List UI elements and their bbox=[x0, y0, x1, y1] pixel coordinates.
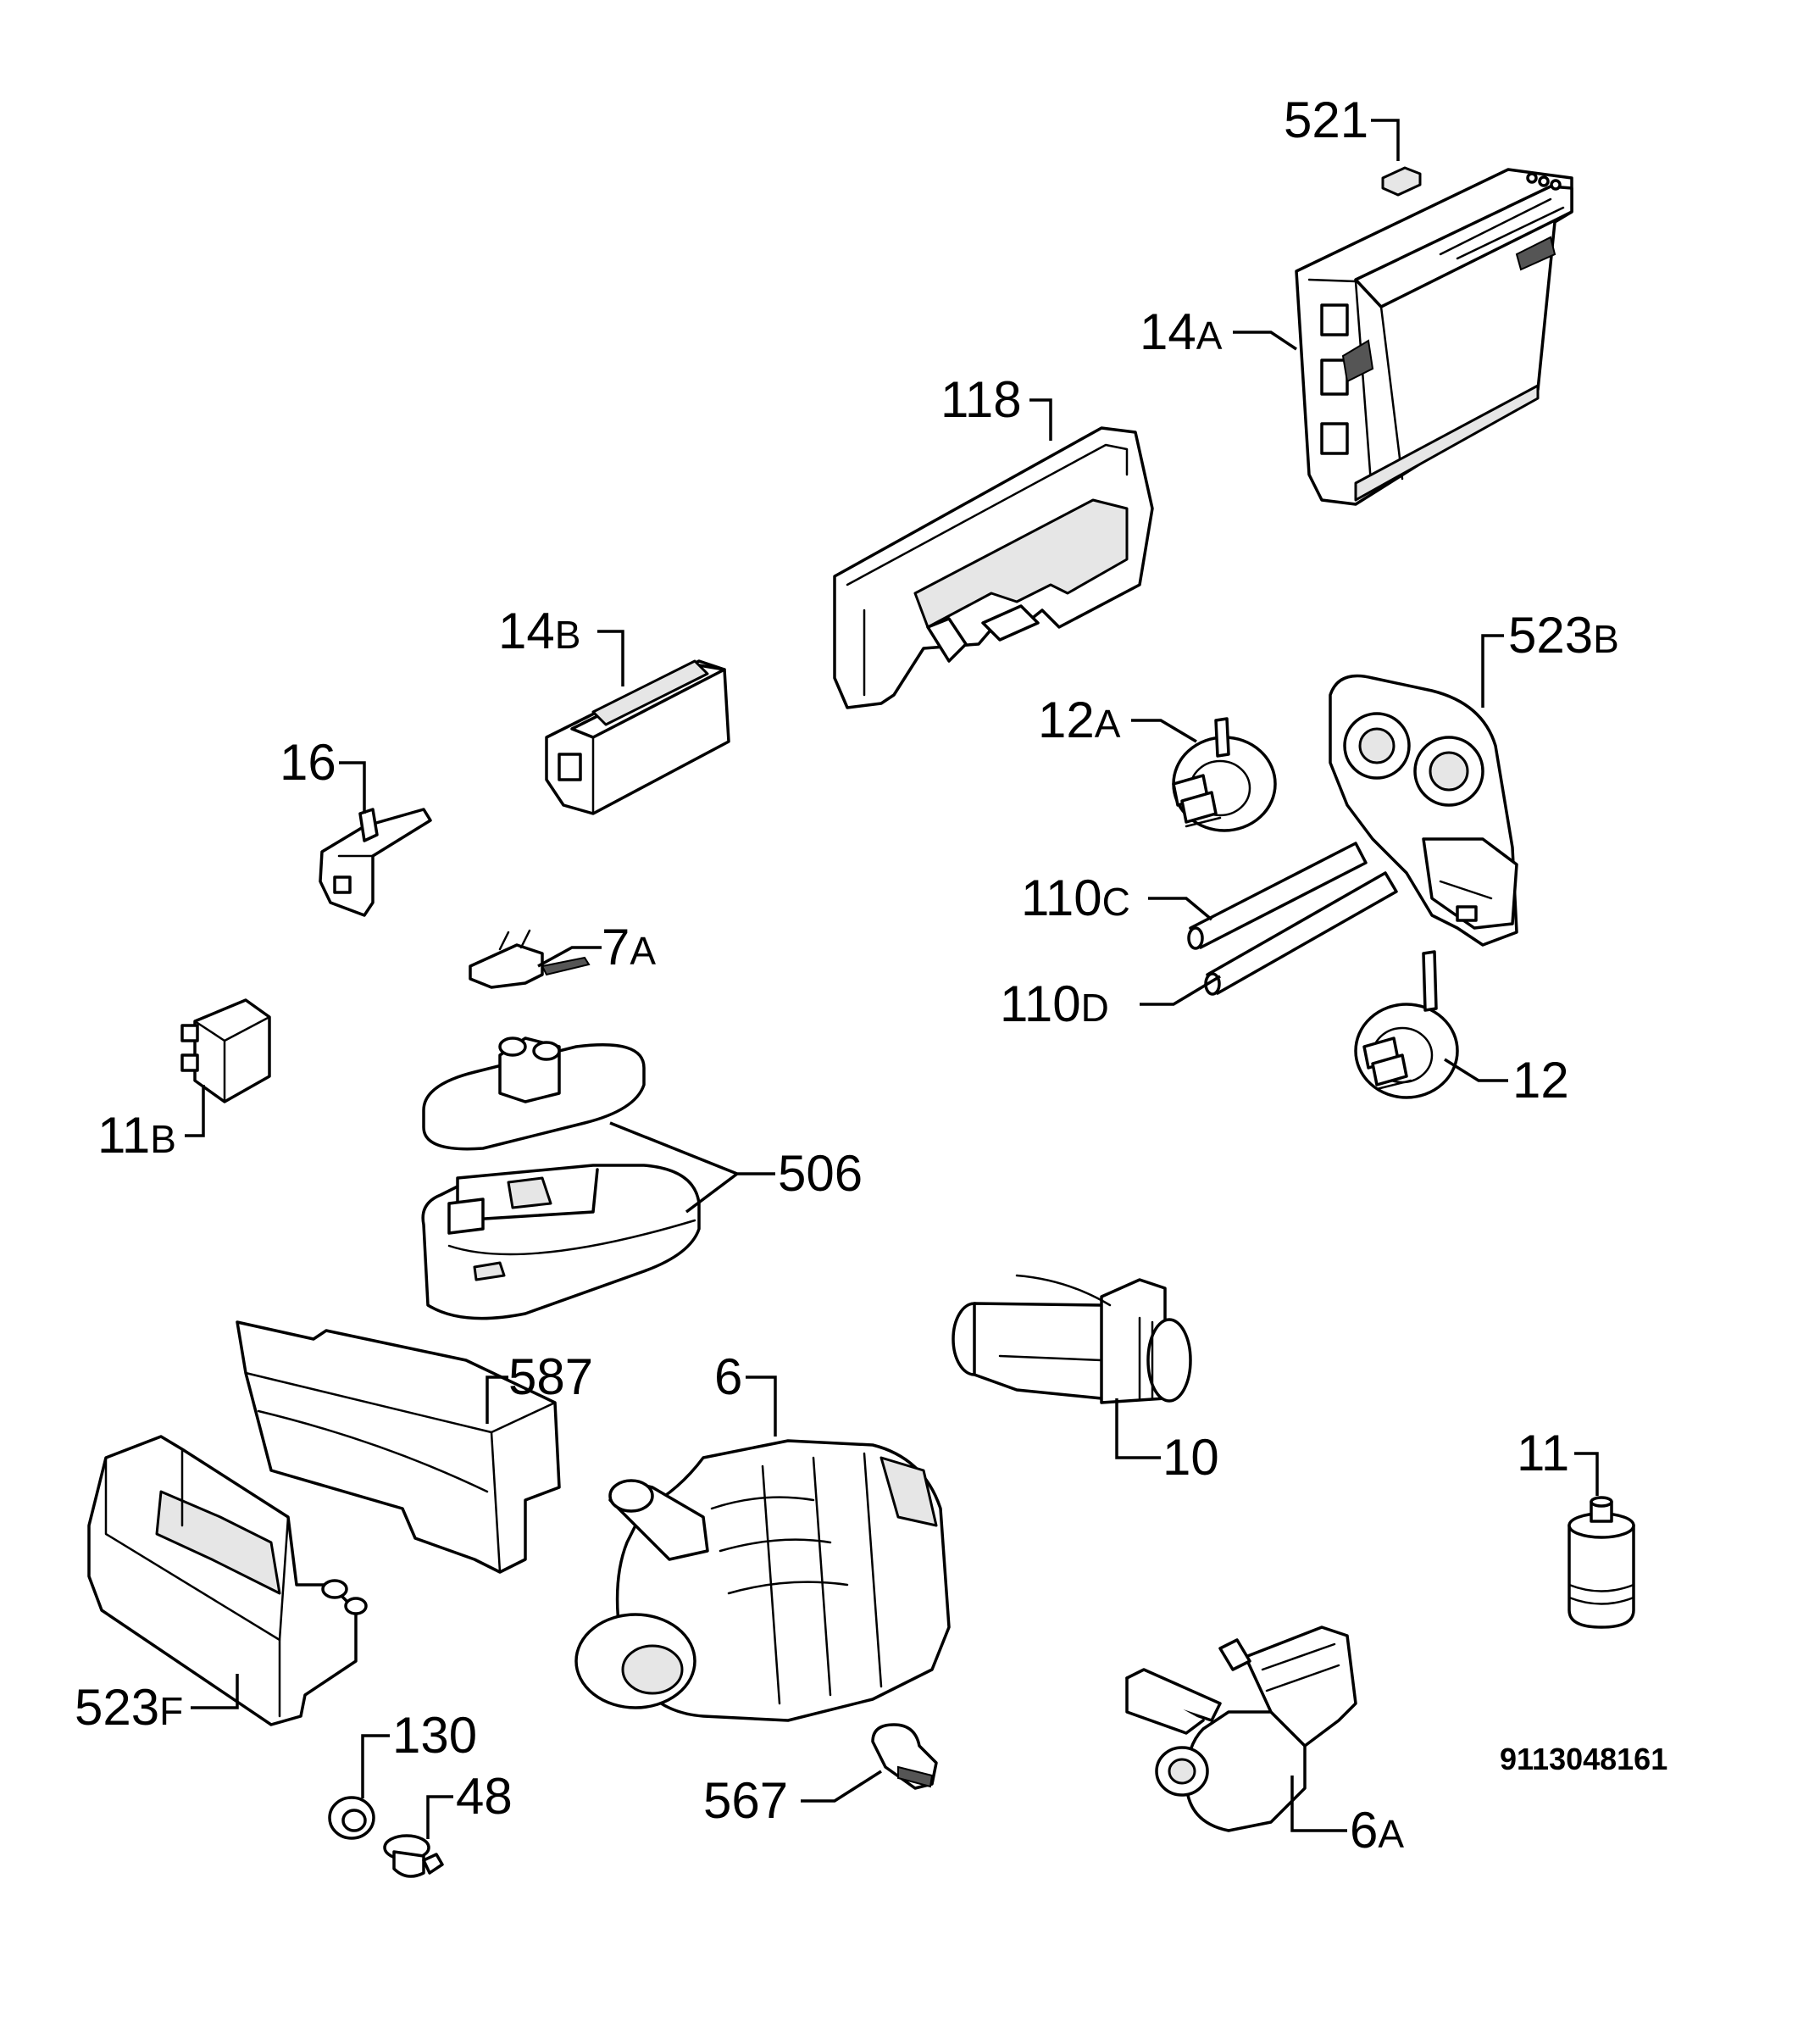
label-12a: 12A bbox=[1038, 692, 1121, 748]
leader-110d bbox=[1140, 975, 1221, 1006]
label-567: 567 bbox=[703, 1772, 788, 1829]
part-523f-channel bbox=[87, 1435, 368, 1726]
label-16: 16 bbox=[280, 734, 336, 791]
part-14b-relay-block bbox=[545, 659, 730, 815]
leader-567 bbox=[801, 1770, 882, 1803]
label-7a: 7A bbox=[602, 919, 656, 975]
part-587-cover-panel bbox=[236, 1320, 561, 1574]
label-10: 10 bbox=[1162, 1429, 1219, 1486]
leader-16 bbox=[339, 761, 366, 814]
part-10-heater-tube bbox=[952, 1274, 1192, 1404]
leader-12a bbox=[1131, 719, 1197, 743]
leader-523b bbox=[1481, 634, 1504, 708]
label-110d: 110D bbox=[1000, 975, 1109, 1032]
part-567-clip bbox=[871, 1723, 938, 1790]
part-16-switch bbox=[319, 808, 432, 917]
label-118: 118 bbox=[941, 371, 1022, 428]
part-12a-pressure-switch bbox=[1172, 717, 1277, 832]
leader-10 bbox=[1115, 1398, 1161, 1459]
label-523f: 523F bbox=[75, 1679, 183, 1736]
part-521-chip bbox=[1381, 166, 1422, 197]
leader-506 bbox=[609, 1121, 775, 1214]
leader-48 bbox=[426, 1795, 453, 1839]
part-110c-tube bbox=[1187, 842, 1368, 950]
leader-11b bbox=[185, 1085, 205, 1137]
leader-523f bbox=[191, 1674, 239, 1709]
leader-110c bbox=[1148, 897, 1213, 921]
part-11b-relay bbox=[180, 998, 271, 1103]
label-14b: 14B bbox=[498, 603, 580, 659]
label-48: 48 bbox=[456, 1768, 513, 1825]
part-6a-drain-pump bbox=[1125, 1626, 1357, 1832]
leader-6 bbox=[746, 1375, 777, 1437]
leader-587 bbox=[486, 1375, 508, 1424]
label-6: 6 bbox=[714, 1348, 742, 1405]
part-523b-bracket bbox=[1329, 674, 1518, 947]
leader-12 bbox=[1444, 1058, 1508, 1082]
label-6a: 6A bbox=[1350, 1802, 1404, 1859]
label-110c: 110C bbox=[1021, 870, 1130, 926]
leader-130 bbox=[361, 1734, 390, 1798]
part-6-circulation-pump bbox=[574, 1439, 951, 1722]
label-11b: 11B bbox=[97, 1107, 176, 1164]
leader-7a bbox=[537, 946, 602, 968]
leader-6a bbox=[1290, 1776, 1347, 1832]
part-12-pressure-switch bbox=[1354, 950, 1459, 1099]
document-number: 9113048161 bbox=[1500, 1742, 1667, 1776]
part-14a-control-module bbox=[1295, 168, 1573, 506]
label-523b: 523B bbox=[1508, 607, 1619, 664]
part-7a-sensor bbox=[469, 929, 591, 989]
label-506: 506 bbox=[778, 1145, 863, 1202]
label-12: 12 bbox=[1512, 1052, 1569, 1109]
leader-11 bbox=[1574, 1452, 1599, 1496]
part-11-capacitor bbox=[1568, 1496, 1635, 1629]
part-130-seal-ring bbox=[328, 1796, 375, 1840]
label-587: 587 bbox=[508, 1348, 593, 1405]
part-118-cover bbox=[833, 426, 1154, 709]
label-130: 130 bbox=[392, 1707, 477, 1764]
label-11: 11 bbox=[1517, 1425, 1569, 1481]
leader-14b bbox=[597, 630, 624, 686]
part-48-plug bbox=[383, 1834, 444, 1878]
leader-118 bbox=[1029, 398, 1052, 441]
label-521: 521 bbox=[1284, 92, 1368, 148]
leader-lines bbox=[185, 119, 1599, 1839]
part-506-float-assembly bbox=[421, 1036, 701, 1320]
leader-14a bbox=[1233, 331, 1297, 351]
label-14a: 14A bbox=[1140, 303, 1223, 360]
part-110d-tube bbox=[1204, 871, 1398, 996]
callout-labels: 521 14A 118 14B 523B 12A 16 110C 7A 110D… bbox=[75, 92, 1667, 1859]
leader-521 bbox=[1371, 119, 1400, 161]
